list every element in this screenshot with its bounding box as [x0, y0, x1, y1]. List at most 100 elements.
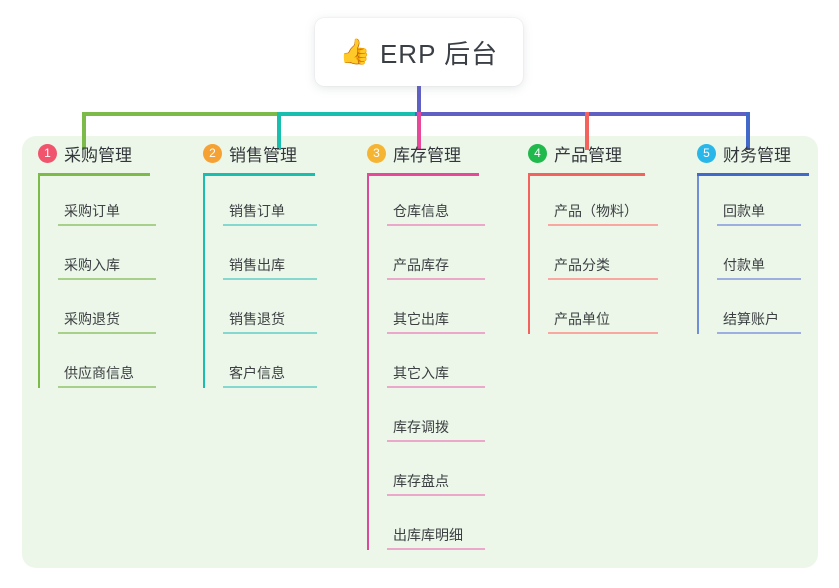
diagram-panel: [22, 136, 818, 568]
leaf-item-rule: [58, 386, 156, 388]
leaf-item-rule: [387, 440, 485, 442]
column-2: 2 销售管理销售订单销售出库销售退货客户信息: [203, 140, 317, 392]
leaf-item[interactable]: 采购退货: [58, 284, 156, 338]
leaf-item-rule: [58, 278, 156, 280]
connector-bus-green: [82, 112, 277, 116]
root-title-card: 👍 ERP 后台: [315, 18, 523, 86]
column-title: 产品管理: [554, 145, 622, 165]
connector-drop-col-5: [746, 112, 750, 150]
leaf-item-rule: [387, 548, 485, 550]
page-title: ERP 后台: [379, 38, 499, 69]
column-title: 销售管理: [229, 145, 297, 165]
leaf-item-label: 其它出库: [393, 311, 449, 327]
leaf-item-label: 产品分类: [554, 257, 610, 273]
column-badge-icon: 5: [697, 143, 716, 163]
leaf-item[interactable]: 销售退货: [223, 284, 317, 338]
leaf-item-rule: [387, 224, 485, 226]
leaf-item[interactable]: 结算账户: [717, 284, 809, 338]
column-header-rule: [697, 173, 809, 176]
leaf-item[interactable]: 客户信息: [223, 338, 317, 392]
leaf-item-label: 其它入库: [393, 365, 449, 381]
leaf-item-label: 客户信息: [229, 365, 285, 381]
column-4: 4 产品管理产品（物料） 产品分类产品单位: [528, 140, 658, 338]
column-spine: [38, 176, 40, 388]
connector-root-stem: [417, 86, 421, 114]
leaf-item[interactable]: 回款单: [717, 176, 809, 230]
leaf-item-rule: [223, 332, 317, 334]
column-badge-icon: 4: [528, 143, 547, 163]
column-badge-icon: 2: [203, 143, 222, 163]
leaf-item-label: 供应商信息: [64, 365, 134, 381]
column-header-4[interactable]: 4 产品管理: [528, 140, 645, 166]
leaf-item-rule: [717, 224, 801, 226]
column-spine: [697, 176, 699, 334]
leaf-item-label: 销售退货: [229, 311, 285, 327]
leaf-item[interactable]: 产品（物料）: [548, 176, 658, 230]
leaf-item-rule: [58, 332, 156, 334]
column-header-2[interactable]: 2 销售管理: [203, 140, 315, 166]
leaf-item-label: 产品库存: [393, 257, 449, 273]
leaf-item[interactable]: 付款单: [717, 230, 809, 284]
leaf-item-rule: [548, 278, 658, 280]
leaf-item-label: 采购订单: [64, 203, 120, 219]
column-header-rule: [203, 173, 315, 176]
leaf-item-label: 库存调拨: [393, 419, 449, 435]
leaf-item[interactable]: 产品库存: [387, 230, 485, 284]
leaf-item-rule: [387, 494, 485, 496]
column-header-rule: [528, 173, 645, 176]
column-spine: [203, 176, 205, 388]
leaf-item[interactable]: 销售订单: [223, 176, 317, 230]
connector-bus-indigo: [415, 112, 750, 116]
leaf-item[interactable]: 库存盘点: [387, 446, 485, 500]
leaf-item[interactable]: 其它入库: [387, 338, 485, 392]
leaf-item-label: 产品单位: [554, 311, 610, 327]
leaf-item-label: 库存盘点: [393, 473, 449, 489]
leaf-item-rule: [223, 278, 317, 280]
connector-drop-col-1: [82, 112, 86, 150]
column-title: 采购管理: [64, 145, 132, 165]
leaf-item[interactable]: 其它出库: [387, 284, 485, 338]
leaf-item[interactable]: 销售出库: [223, 230, 317, 284]
leaf-item[interactable]: 产品分类: [548, 230, 658, 284]
leaf-item-label: 销售订单: [229, 203, 285, 219]
thumbs-up-icon: 👍: [339, 37, 371, 66]
leaf-item[interactable]: 仓库信息: [387, 176, 485, 230]
leaf-item-rule: [717, 278, 801, 280]
leaf-item[interactable]: 产品单位: [548, 284, 658, 338]
leaf-item-rule: [548, 332, 658, 334]
leaf-item[interactable]: 出库库明细: [387, 500, 485, 554]
leaf-item-rule: [548, 224, 658, 226]
leaf-item-label: 销售出库: [229, 257, 285, 273]
leaf-item[interactable]: 供应商信息: [58, 338, 156, 392]
connector-drop-col-3: [417, 112, 421, 150]
leaf-item-label: 仓库信息: [393, 203, 449, 219]
column-title: 库存管理: [393, 145, 461, 165]
leaf-item-label: 付款单: [723, 257, 765, 273]
column-items: 仓库信息产品库存其它出库其它入库库存调拨库存盘点出库库明细: [367, 176, 485, 554]
column-header-rule: [367, 173, 479, 176]
leaf-item[interactable]: 采购入库: [58, 230, 156, 284]
leaf-item-rule: [387, 332, 485, 334]
leaf-item[interactable]: 采购订单: [58, 176, 156, 230]
column-header-rule: [38, 173, 150, 176]
connector-drop-col-2: [277, 112, 281, 150]
column-items: 回款单付款单结算账户: [697, 176, 809, 338]
leaf-item-label: 产品（物料）: [554, 203, 638, 219]
column-items: 销售订单销售出库销售退货客户信息: [203, 176, 317, 392]
leaf-item-label: 采购退货: [64, 311, 120, 327]
leaf-item-label: 采购入库: [64, 257, 120, 273]
leaf-item-rule: [58, 224, 156, 226]
leaf-item[interactable]: 库存调拨: [387, 392, 485, 446]
column-spine: [528, 176, 530, 334]
leaf-item-rule: [387, 278, 485, 280]
leaf-item-rule: [223, 224, 317, 226]
leaf-item-label: 出库库明细: [393, 527, 463, 543]
connector-drop-col-4: [585, 112, 589, 150]
leaf-item-rule: [223, 386, 317, 388]
